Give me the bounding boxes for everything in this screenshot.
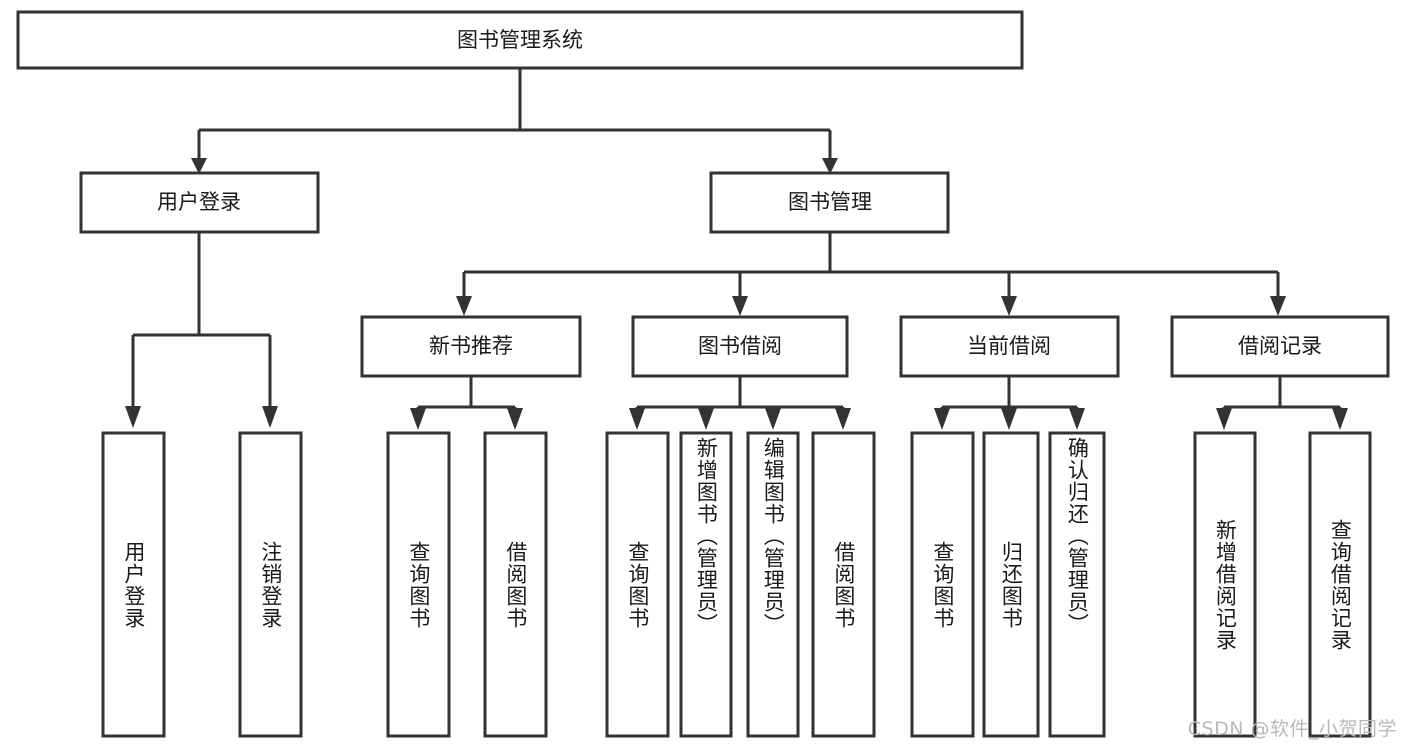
leaf-box-confirm-return-admin (1048, 431, 1106, 738)
csdn-watermark: CSDN @软件_小贺同学 (1187, 718, 1397, 740)
node-borrow-record-label: 借阅记录 (1238, 334, 1322, 358)
leaf-box-borrow-book-1 (483, 431, 548, 738)
node-root[interactable]: 图书管理系统 (16, 10, 1024, 70)
node-book-borrow-label: 图书借阅 (698, 334, 782, 358)
node-borrow-record[interactable]: 借阅记录 (1170, 315, 1390, 378)
connector-group-root (191, 68, 838, 174)
node-root-label: 图书管理系统 (457, 28, 583, 52)
leaf-box-edit-book-admin (746, 431, 800, 738)
node-book-manage-label: 图书管理 (788, 190, 872, 214)
leaf-box-return-book (982, 431, 1040, 738)
node-book-borrow[interactable]: 图书借阅 (631, 315, 849, 378)
leaf-box-add-book-admin (679, 431, 733, 738)
leaf-box-user-login (101, 431, 166, 738)
leaf-box-query-book-3 (910, 431, 975, 738)
leaf-box-query-book-2 (605, 431, 670, 738)
node-current-borrow-label: 当前借阅 (967, 334, 1051, 358)
node-new-book-rec[interactable]: 新书推荐 (360, 315, 582, 378)
connector-group-borrow-record (1216, 376, 1348, 430)
connector-group-book-borrow (629, 376, 851, 430)
connector-group-user-login (125, 232, 278, 428)
connector-group-new-book-rec (410, 376, 523, 430)
node-current-borrow[interactable]: 当前借阅 (899, 315, 1120, 378)
node-user-login-label: 用户登录 (157, 190, 241, 214)
node-user-login[interactable]: 用户登录 (79, 171, 320, 234)
leaf-box-query-book-1 (386, 431, 451, 738)
leaf-box-logout-login (238, 431, 303, 738)
node-new-book-rec-label: 新书推荐 (429, 334, 513, 358)
leaf-box-group (101, 431, 1372, 738)
leaf-box-add-borrow-record (1193, 431, 1257, 738)
connector-group-current-borrow (934, 376, 1085, 430)
leaf-box-query-borrow-record (1308, 431, 1372, 738)
leaf-box-borrow-book-2 (811, 431, 876, 738)
connector-group-book-manage (456, 232, 1286, 316)
node-book-manage[interactable]: 图书管理 (709, 171, 950, 234)
